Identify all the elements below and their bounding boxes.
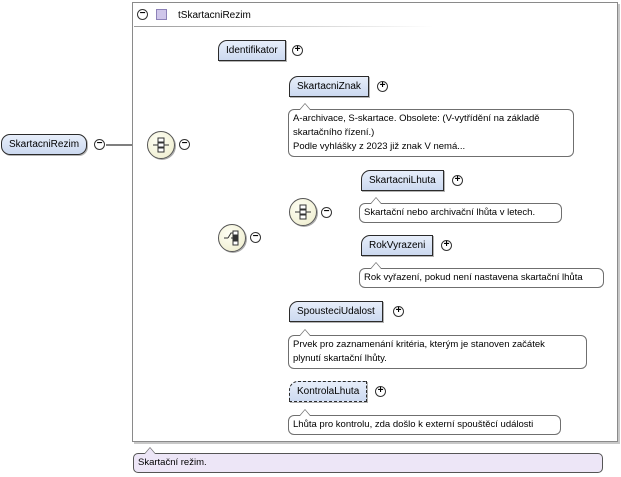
root-doc: Skartační režim. bbox=[133, 447, 603, 473]
sequence-compositor-icon[interactable] bbox=[147, 131, 175, 159]
element-rokvyrazeni[interactable]: RokVyrazeni bbox=[361, 235, 434, 256]
element-skartacnirezim[interactable]: SkartacniRezim bbox=[1, 134, 88, 155]
kontrolalhuta-doc: Lhůta pro kontrolu, zda došlo k externí … bbox=[288, 409, 561, 435]
expand-rokvyrazeni-icon[interactable]: + bbox=[441, 240, 452, 251]
doc-line: plynutí skartační lhůty. bbox=[293, 353, 387, 364]
doc-line: Skartační nebo archivační lhůta v letech… bbox=[364, 207, 536, 218]
expand-spousteciudalost-icon[interactable]: + bbox=[393, 306, 404, 317]
doc-line: Rok vyřazení, pokud není nastavena skart… bbox=[364, 272, 583, 283]
choice-compositor-icon[interactable] bbox=[218, 224, 246, 252]
doc-line: Podle vyhlášky z 2023 již znak V nemá... bbox=[293, 141, 466, 152]
collapse-choice-icon[interactable]: − bbox=[250, 232, 261, 243]
expand-identifikator-icon[interactable]: + bbox=[292, 45, 303, 56]
skartacniznak-doc: A-archivace, S-skartace. Obsolete: (V-vy… bbox=[288, 103, 574, 157]
doc-line: Skartační režim. bbox=[138, 457, 207, 468]
collapse-sequence-icon[interactable]: − bbox=[179, 139, 190, 150]
collapse-root-icon[interactable]: − bbox=[94, 139, 105, 150]
complex-type-icon bbox=[156, 9, 167, 20]
type-title-divider bbox=[134, 26, 434, 27]
element-identifikator[interactable]: Identifikator bbox=[218, 40, 286, 61]
expand-skartacnilhuta-icon[interactable]: + bbox=[452, 175, 463, 186]
spousteciudalost-doc: Prvek pro zaznamenání kritéria, kterým j… bbox=[288, 329, 587, 369]
doc-line: Prvek pro zaznamenání kritéria, kterým j… bbox=[293, 339, 545, 350]
skartacnilhuta-doc: Skartační nebo archivační lhůta v letech… bbox=[359, 197, 562, 223]
element-kontrolalhuta[interactable]: KontrolaLhuta bbox=[289, 381, 368, 402]
element-skartacnilhuta[interactable]: SkartacniLhuta bbox=[361, 170, 444, 191]
type-title: tSkartacniRezim bbox=[178, 10, 251, 21]
doc-line: Lhůta pro kontrolu, zda došlo k externí … bbox=[293, 419, 534, 430]
expand-skartacniznak-icon[interactable]: + bbox=[377, 81, 388, 92]
rokvyrazeni-doc: Rok vyřazení, pokud není nastavena skart… bbox=[359, 262, 604, 288]
collapse-type-icon[interactable]: − bbox=[137, 9, 148, 20]
collapse-inner-sequence-icon[interactable]: − bbox=[321, 207, 332, 218]
element-skartacniznak[interactable]: SkartacniZnak bbox=[289, 76, 369, 97]
expand-kontrolalhuta-icon[interactable]: + bbox=[375, 386, 386, 397]
doc-line: skartačního řízení.) bbox=[293, 127, 375, 138]
doc-line: A-archivace, S-skartace. Obsolete: (V-vy… bbox=[293, 113, 540, 124]
inner-sequence-compositor-icon[interactable] bbox=[289, 198, 317, 226]
element-spousteciudalost[interactable]: SpousteciUdalost bbox=[289, 301, 383, 322]
